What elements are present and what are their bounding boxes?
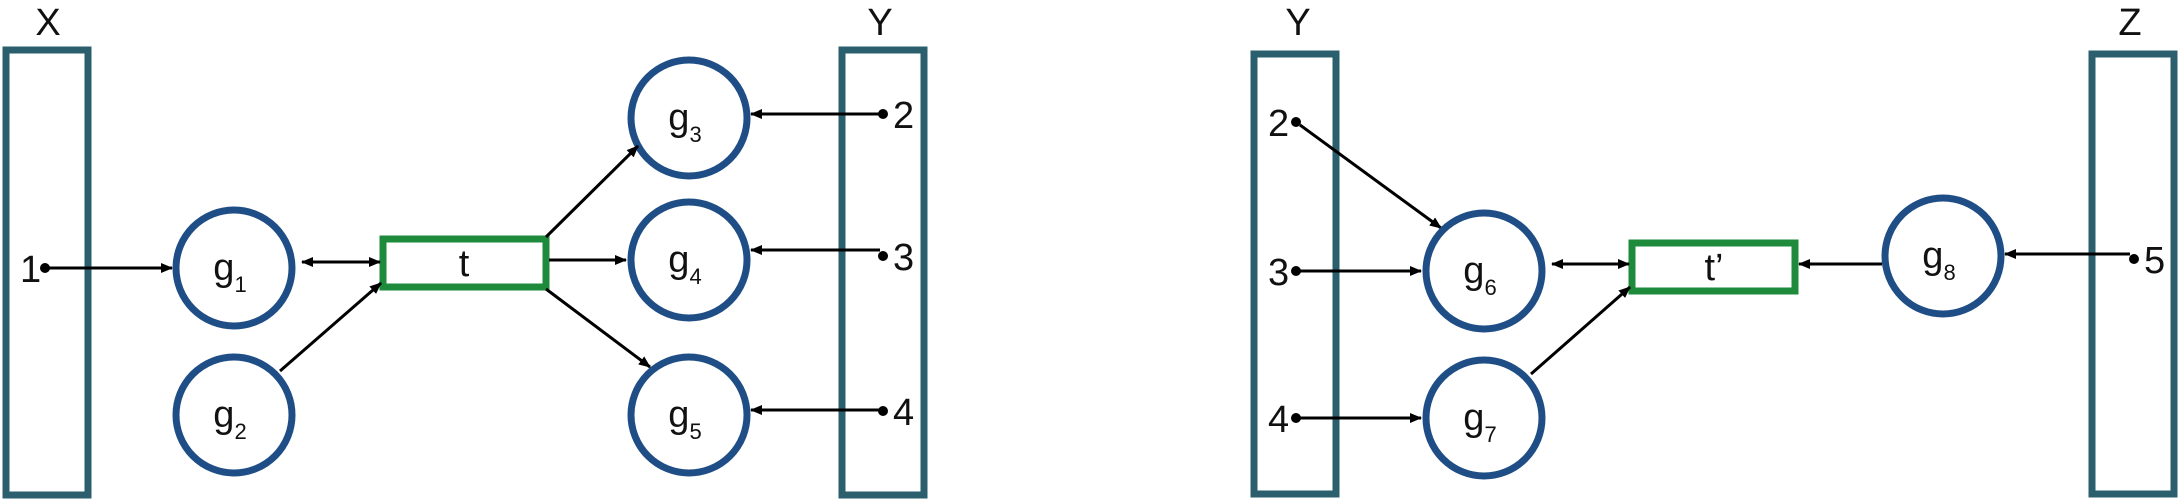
gate-g1 [172,206,296,330]
edge-g7-tprime [1530,285,1631,376]
port-y-box-left [838,46,928,499]
input-2-dot-left [878,109,888,119]
gate-g6-label: g6 [1463,250,1496,300]
input-3-dot-left [878,251,888,261]
port-y-label-left: Y [867,2,892,44]
edge-t-g5 [545,287,651,369]
gate-g8-label: g8 [1922,235,1955,285]
input-1-label: 1 [20,249,41,291]
port-y-label-right: Y [1285,2,1310,44]
gate-g2 [172,353,296,477]
gate-g4 [627,198,751,322]
gate-g5-label: g5 [668,394,701,444]
transition-t-prime [1628,239,1799,295]
gate-g4-label: g4 [668,239,701,289]
gate-g5 [627,353,751,477]
input-3-label-right: 3 [1268,252,1289,294]
gate-g1-label: g1 [213,247,246,297]
gate-g3-label: g3 [668,97,701,147]
input-5-label: 5 [2144,240,2165,282]
input-5-dot [2129,254,2139,264]
input-4-dot-right [1291,413,1301,423]
port-z-box [2088,50,2178,498]
edge-t-g3 [544,144,640,239]
transition-t [379,235,550,291]
port-y-box-right [1250,50,1340,498]
port-x-box [2,46,92,499]
gate-g7-label: g7 [1463,397,1496,447]
input-2-dot-right [1291,117,1301,127]
gate-g6 [1422,209,1546,333]
gate-g2-label: g2 [213,394,246,444]
input-2-label-right: 2 [1268,103,1289,145]
input-4-dot-left [878,406,888,416]
gate-g8 [1881,194,2005,318]
input-1-dot [40,263,50,273]
input-4-label-left: 4 [893,392,914,434]
gate-g3 [627,56,751,180]
transition-t-prime-label: t’ [1705,247,1724,289]
edge-g2-t [279,281,382,373]
input-2-label-left: 2 [893,95,914,137]
port-x-label: X [35,2,60,44]
input-3-dot-right [1291,266,1301,276]
port-z-label: Z [2118,2,2141,44]
gate-g7 [1422,356,1546,480]
edge-2-g6 [1299,123,1442,230]
input-3-label-left: 3 [893,237,914,279]
transition-t-label: t [459,243,470,285]
input-4-label-right: 4 [1268,399,1289,441]
